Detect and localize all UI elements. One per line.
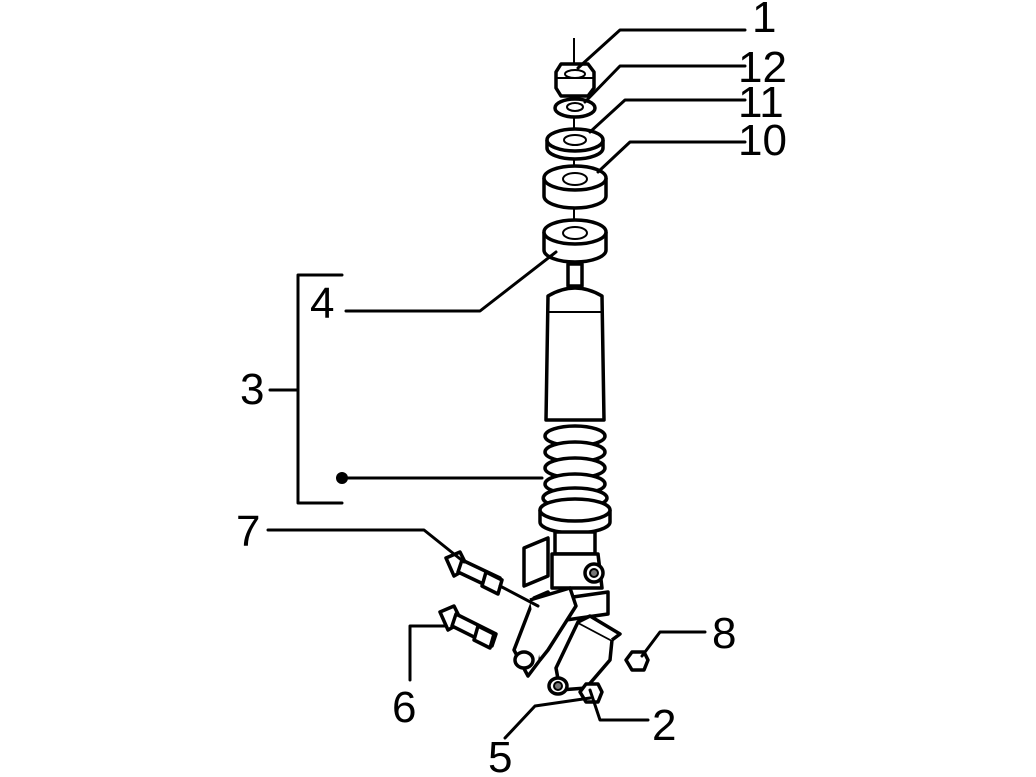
callout-2: 2 <box>652 701 676 750</box>
callout-6: 6 <box>392 683 416 732</box>
rubber-bushing-part-4 <box>542 218 608 264</box>
leader-lines <box>266 28 747 740</box>
callout-11: 11 <box>738 78 784 127</box>
spacer-plates <box>522 536 610 622</box>
rubber-bushing-part-10 <box>542 164 608 210</box>
callout-3: 3 <box>240 365 264 414</box>
callout-12: 12 <box>738 43 787 92</box>
callout-4: 4 <box>310 279 334 328</box>
group-bracket-part-3 <box>268 273 344 505</box>
bolt-part-6 <box>438 604 498 650</box>
lock-washer-part-12 <box>553 97 597 119</box>
mounting-bracket-part-2 <box>512 586 622 696</box>
callout-5: 5 <box>488 733 512 777</box>
callout-10: 10 <box>738 116 787 165</box>
washer-part-11 <box>545 127 605 161</box>
shock-absorber-body <box>538 262 612 590</box>
callout-8: 8 <box>712 609 736 658</box>
callout-1: 1 <box>752 0 776 42</box>
nut-part-1 <box>554 62 596 98</box>
callout-7: 7 <box>236 507 260 556</box>
